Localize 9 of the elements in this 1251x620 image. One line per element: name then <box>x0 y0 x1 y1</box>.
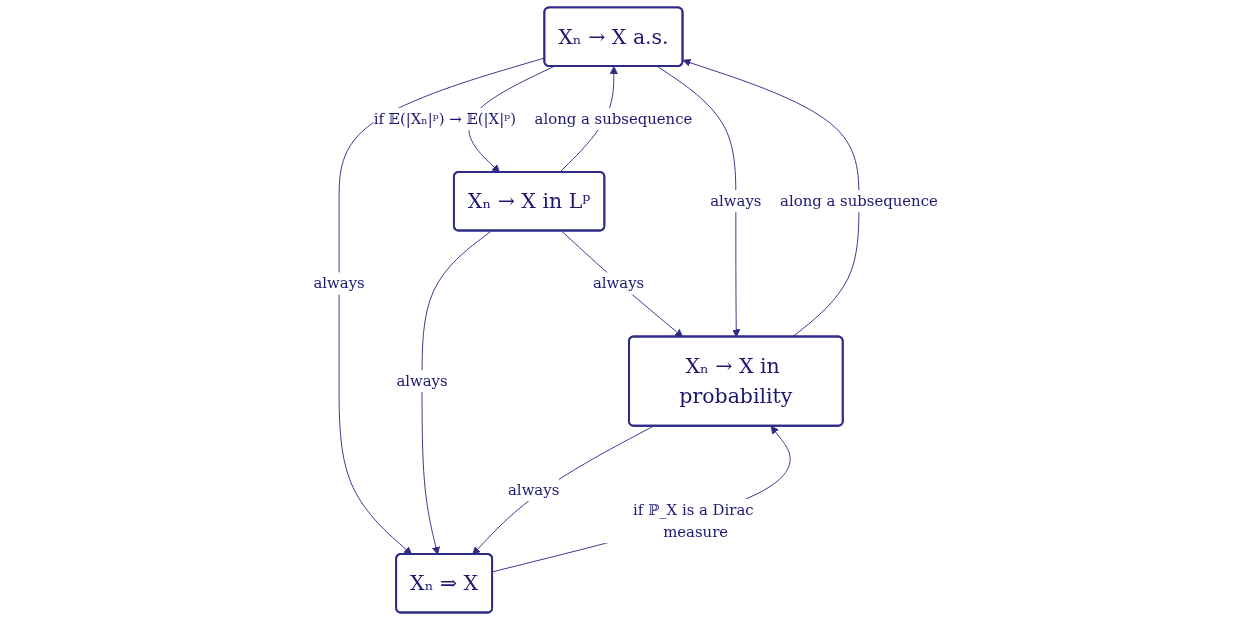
edge-label: always <box>710 191 762 210</box>
edge-label: along a subsequence <box>779 191 938 210</box>
edge-label: always <box>507 480 560 499</box>
edge-label: always <box>313 274 365 292</box>
edge-label: if ℙ_X is a Dirac measure <box>632 500 754 541</box>
edge-label: along a subsequence <box>534 109 693 128</box>
edge-label: always <box>592 274 645 292</box>
edge-label: always <box>396 371 448 390</box>
edge-label: if 𝔼(|Xₙ|ᵖ) → 𝔼(|X|ᵖ) <box>373 109 516 128</box>
